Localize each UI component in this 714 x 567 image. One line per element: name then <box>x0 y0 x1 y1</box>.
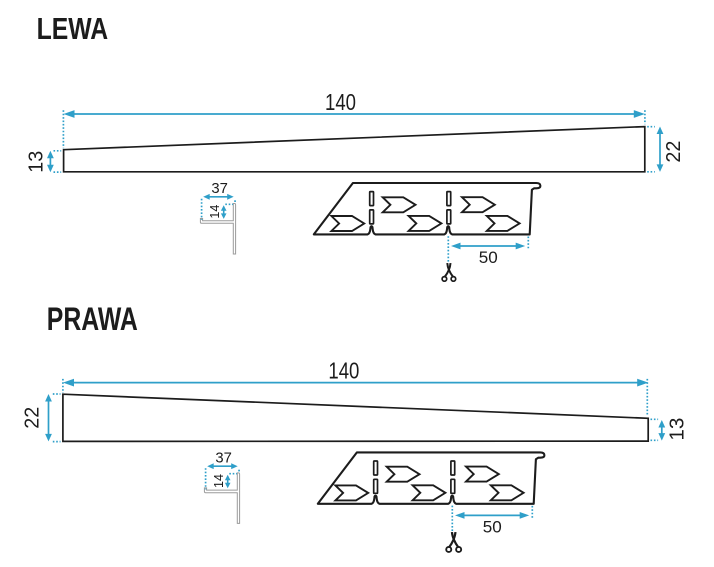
svg-text:PRAWA: PRAWA <box>47 301 138 337</box>
svg-text:140: 140 <box>325 89 356 115</box>
svg-text:LEWA: LEWA <box>37 11 109 46</box>
svg-text:13: 13 <box>26 151 48 173</box>
svg-text:140: 140 <box>328 358 359 384</box>
svg-text:22: 22 <box>663 141 685 163</box>
svg-text:22: 22 <box>21 407 43 429</box>
svg-text:13: 13 <box>667 418 689 441</box>
